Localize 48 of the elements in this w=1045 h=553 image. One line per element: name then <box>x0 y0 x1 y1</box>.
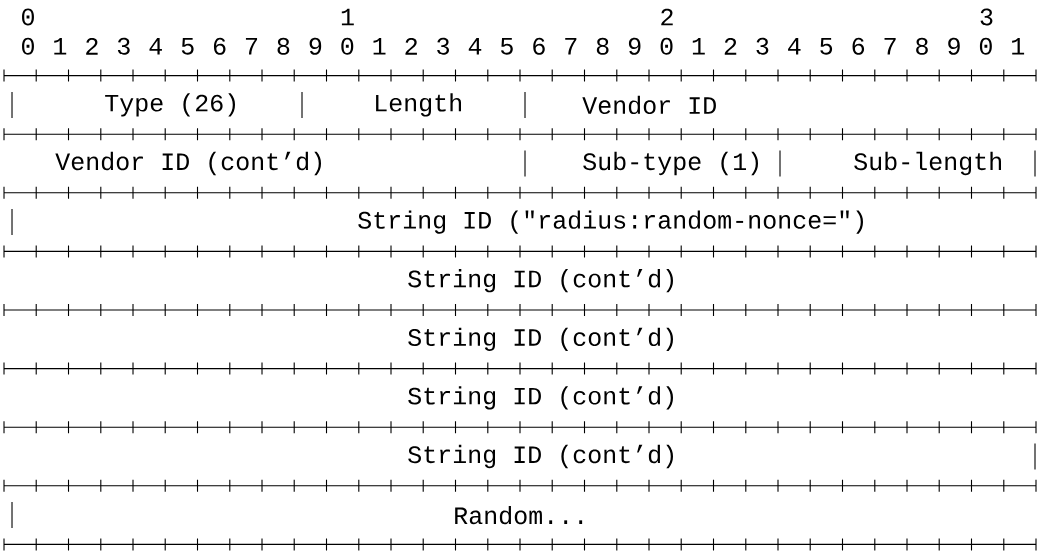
field-name: Sub-type (1) <box>583 151 758 176</box>
bit-number: 0 <box>22 37 34 55</box>
bit-number: 8 <box>277 37 290 55</box>
field-name: Length <box>376 93 461 117</box>
bit-number: 4 <box>149 38 162 55</box>
bit-number: 9 <box>309 37 322 55</box>
bit-number: 4 <box>468 38 482 55</box>
field-name: Random... <box>455 505 583 525</box>
bit-number: 5 <box>820 37 833 55</box>
bit-number: 3 <box>437 37 449 55</box>
bit-number: 8 <box>916 37 928 55</box>
field-name: Sub-length <box>854 151 1001 176</box>
bit-number: 0 <box>660 37 673 55</box>
bit-number: 6 <box>533 37 545 55</box>
field-name: String ID (cont’d) <box>408 327 673 351</box>
bit-number: 1 <box>341 8 354 26</box>
bit-number: 1 <box>1012 38 1025 55</box>
bit-number: 7 <box>884 38 896 55</box>
bit-number: 1 <box>373 38 386 55</box>
bit-number: 1 <box>54 38 67 55</box>
field-name: String ID (cont’d) <box>408 386 673 410</box>
field-name: String ID ("radius:random-nonce=") <box>358 210 863 234</box>
field-name: Vendor ID <box>582 95 716 115</box>
bit-number: 4 <box>788 38 801 55</box>
field-name: Vendor ID (cont’d) <box>55 151 321 176</box>
field-name: Type (26) <box>105 93 235 117</box>
bit-number: 9 <box>948 37 960 55</box>
bit-number: 1 <box>692 38 705 55</box>
bit-number: 3 <box>117 37 130 55</box>
field-name: String ID (cont’d) <box>408 444 673 469</box>
bit-number: 5 <box>500 37 513 55</box>
bit-number: 0 <box>341 37 354 55</box>
bit-number: 6 <box>852 37 865 55</box>
bit-number: 2 <box>661 8 673 26</box>
bit-number: 0 <box>979 37 992 55</box>
bit-number: 9 <box>628 37 641 55</box>
field-name: String ID (cont’d) <box>408 269 673 293</box>
bit-number: 2 <box>86 37 98 55</box>
bit-number: 2 <box>405 37 417 55</box>
bit-number: 7 <box>565 38 577 55</box>
bit-number: 8 <box>596 37 609 55</box>
bit-number: 0 <box>22 8 34 26</box>
bit-number: 3 <box>980 8 993 26</box>
bit-number: 7 <box>245 38 258 55</box>
bit-number: 2 <box>724 37 737 55</box>
bit-number: 6 <box>213 37 226 55</box>
bit-number: 5 <box>181 37 194 55</box>
bit-number: 3 <box>756 37 769 55</box>
